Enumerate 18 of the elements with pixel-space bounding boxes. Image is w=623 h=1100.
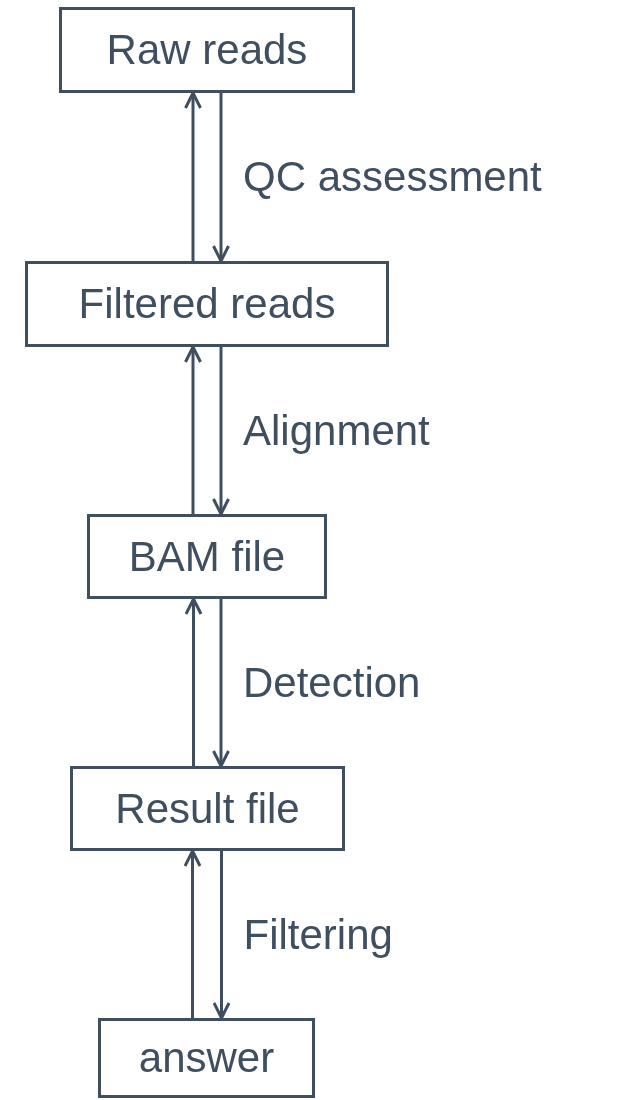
process-box [25,261,389,347]
process-box [59,7,355,93]
process-box [70,766,345,851]
node-text: answer [138,1034,275,1082]
arrow [212,347,230,516]
node-text: BAM file [128,532,286,581]
arrow [184,345,202,514]
arrow [184,91,202,261]
arrow [184,597,203,766]
node-text: Raw reads [106,26,308,74]
node-text: Result file [115,784,300,833]
process-box [98,1018,315,1098]
arrow [212,599,230,768]
process-box [87,514,327,599]
node-text: Filtered reads [78,280,336,328]
arrow [212,93,230,263]
arrow [212,851,231,1020]
arrow [183,849,202,1018]
